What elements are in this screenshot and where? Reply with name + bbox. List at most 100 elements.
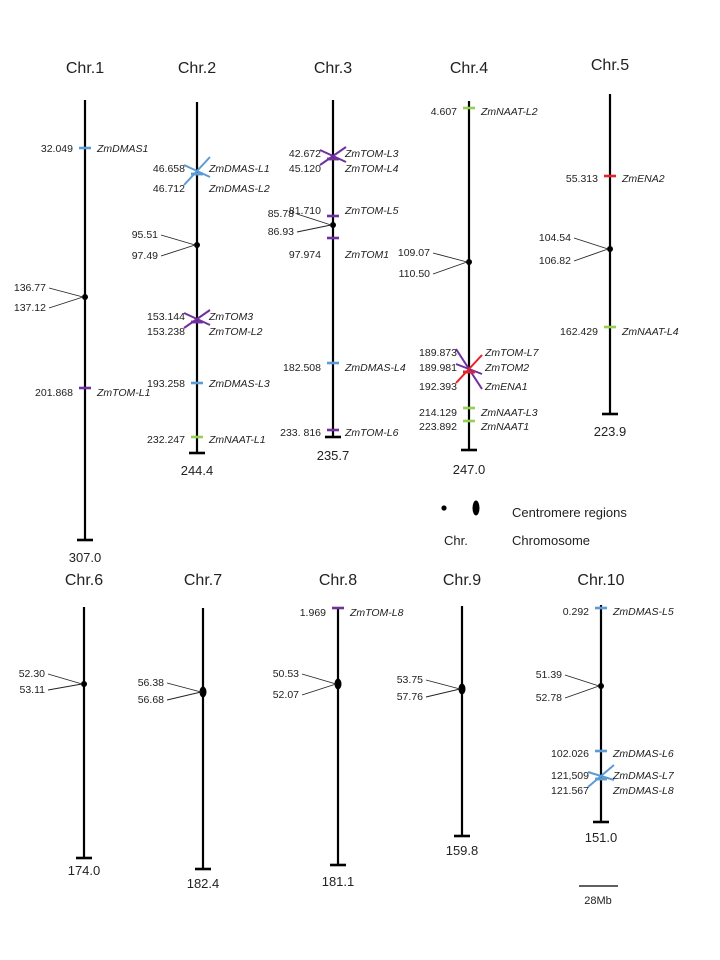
- centromere-position-label: 50.53: [273, 668, 299, 680]
- centromere-position-label: 95.51: [132, 229, 158, 241]
- gene-name-label: ZmDMAS-L7: [612, 770, 675, 782]
- centromere-dot-icon: [194, 242, 200, 248]
- gene-position-label: 81.710: [289, 205, 321, 217]
- centromere-connector: [573, 248, 609, 262]
- gene-name-label: ZmTOM3: [208, 311, 253, 323]
- centromere-position-label: 106.82: [539, 255, 571, 267]
- gene-position-label: 233. 816: [280, 427, 321, 439]
- chromosome-title: Chr.1: [66, 60, 104, 77]
- gene-cross-line: [319, 146, 347, 166]
- gene-position-label: 45.120: [289, 163, 321, 175]
- gene-name-label: ZmENA1: [484, 381, 528, 393]
- centromere-connector: [432, 252, 468, 263]
- gene-position-label: 121.567: [551, 785, 589, 797]
- gene-name-label: ZmTOM-L6: [344, 427, 399, 439]
- centromere-connector: [48, 296, 84, 309]
- centromere-position-label: 137.12: [14, 302, 46, 314]
- gene-name-label: ZmDMAS-L2: [208, 183, 270, 195]
- gene-position-label: 4.607: [431, 106, 457, 118]
- centromere-dot-icon: [466, 259, 472, 265]
- centromere-position-label: 110.50: [399, 268, 430, 280]
- centromere-connector: [160, 234, 196, 246]
- centromere-connector: [432, 261, 468, 275]
- gene-name-label: ZmDMAS-L8: [612, 785, 674, 797]
- gene-name-label: ZmENA2: [621, 173, 665, 185]
- centromere-position-label: 52.78: [536, 692, 562, 704]
- chromosome-length-label: 223.9: [594, 424, 627, 439]
- gene-position-label: 0.292: [563, 606, 589, 618]
- centromere-position-label: 53.75: [397, 674, 423, 686]
- chromosome-length-label: 307.0: [69, 550, 102, 565]
- gene-name-label: ZmDMAS-L5: [612, 606, 674, 618]
- centromere-connector: [296, 224, 332, 233]
- gene-cross-line: [587, 764, 615, 788]
- gene-position-label: 46.658: [153, 163, 185, 175]
- chromosome-title: Chr.2: [178, 60, 216, 77]
- chromosome-length-label: 182.4: [187, 876, 220, 891]
- centromere-connector: [166, 691, 202, 701]
- centromere-position-label: 104.54: [539, 232, 571, 244]
- gene-position-label: 182.508: [283, 362, 321, 374]
- gene-position-label: 162.429: [560, 326, 598, 338]
- chromosome-5: Chr.5 223.9 104.54 106.82 55.313 ZmENA2 162.42…: [539, 57, 679, 439]
- gene-name-label: ZmNAAT-L4: [621, 326, 679, 338]
- chromosome-length-label: 247.0: [453, 462, 486, 477]
- gene-name-label: ZmDMAS-L3: [208, 378, 270, 390]
- chromosome-length-label: 244.4: [181, 463, 214, 478]
- centromere-position-label: 52.30: [19, 668, 45, 680]
- gene-position-label: 192.393: [419, 381, 457, 393]
- chromosome-length-label: 159.8: [446, 843, 479, 858]
- gene-name-label: ZmDMAS-L4: [344, 362, 406, 374]
- gene-position-label: 153.238: [147, 326, 185, 338]
- centromere-connector: [564, 685, 600, 699]
- gene-position-label: 153.144: [147, 311, 185, 323]
- centromere-dot-icon: [330, 222, 336, 228]
- chromosome-title: Chr.3: [314, 60, 352, 77]
- centromere-position-label: 57.76: [397, 691, 423, 703]
- legend-chr-label: Chromosome: [512, 533, 590, 548]
- centromere-dot-icon: [81, 681, 87, 687]
- gene-name-label: ZmTOM2: [484, 362, 529, 374]
- centromere-dot-icon: [607, 246, 613, 252]
- gene-position-label: 201.868: [35, 387, 73, 399]
- gene-name-label: ZmNAAT-L1: [208, 434, 266, 446]
- gene-name-label: ZmNAAT-L2: [480, 106, 538, 118]
- chromosome-title: Chr.7: [184, 572, 222, 589]
- legend-dot-icon: [441, 505, 447, 511]
- chromosome-length-label: 151.0: [585, 830, 618, 845]
- chromosome-title: Chr.5: [591, 57, 629, 74]
- centromere-dot-icon: [82, 294, 88, 300]
- gene-position-label: 193.258: [147, 378, 185, 390]
- gene-name-label: ZmTOM-L2: [208, 326, 263, 338]
- gene-cross-line: [183, 309, 211, 329]
- centromere-position-label: 56.68: [138, 694, 164, 706]
- centromere-position-label: 109.07: [398, 247, 430, 259]
- gene-position-label: 55.313: [566, 173, 598, 185]
- gene-name-label: ZmNAAT-L3: [480, 407, 538, 419]
- gene-name-label: ZmTOM-L4: [344, 163, 399, 175]
- centromere-connector: [573, 237, 609, 250]
- gene-position-label: 1.969: [300, 607, 326, 619]
- centromere-position-label: 136.77: [14, 282, 46, 294]
- gene-name-label: ZmDMAS-L1: [208, 163, 270, 175]
- scale-bar-label: 28Mb: [584, 895, 612, 907]
- centromere-connector: [425, 679, 461, 690]
- centromere-dot-icon: [598, 683, 604, 689]
- gene-name-label: ZmTOM-L7: [484, 347, 540, 359]
- gene-position-label: 214.129: [419, 407, 457, 419]
- chromosome-title: Chr.9: [443, 572, 481, 589]
- gene-position-label: 32.049: [41, 143, 73, 155]
- gene-position-label: 232.247: [147, 434, 185, 446]
- chromosome-title: Chr.4: [450, 60, 488, 77]
- gene-cross-line: [183, 156, 211, 186]
- chromosome-title: Chr.8: [319, 572, 357, 589]
- centromere-oval-icon: [199, 686, 207, 698]
